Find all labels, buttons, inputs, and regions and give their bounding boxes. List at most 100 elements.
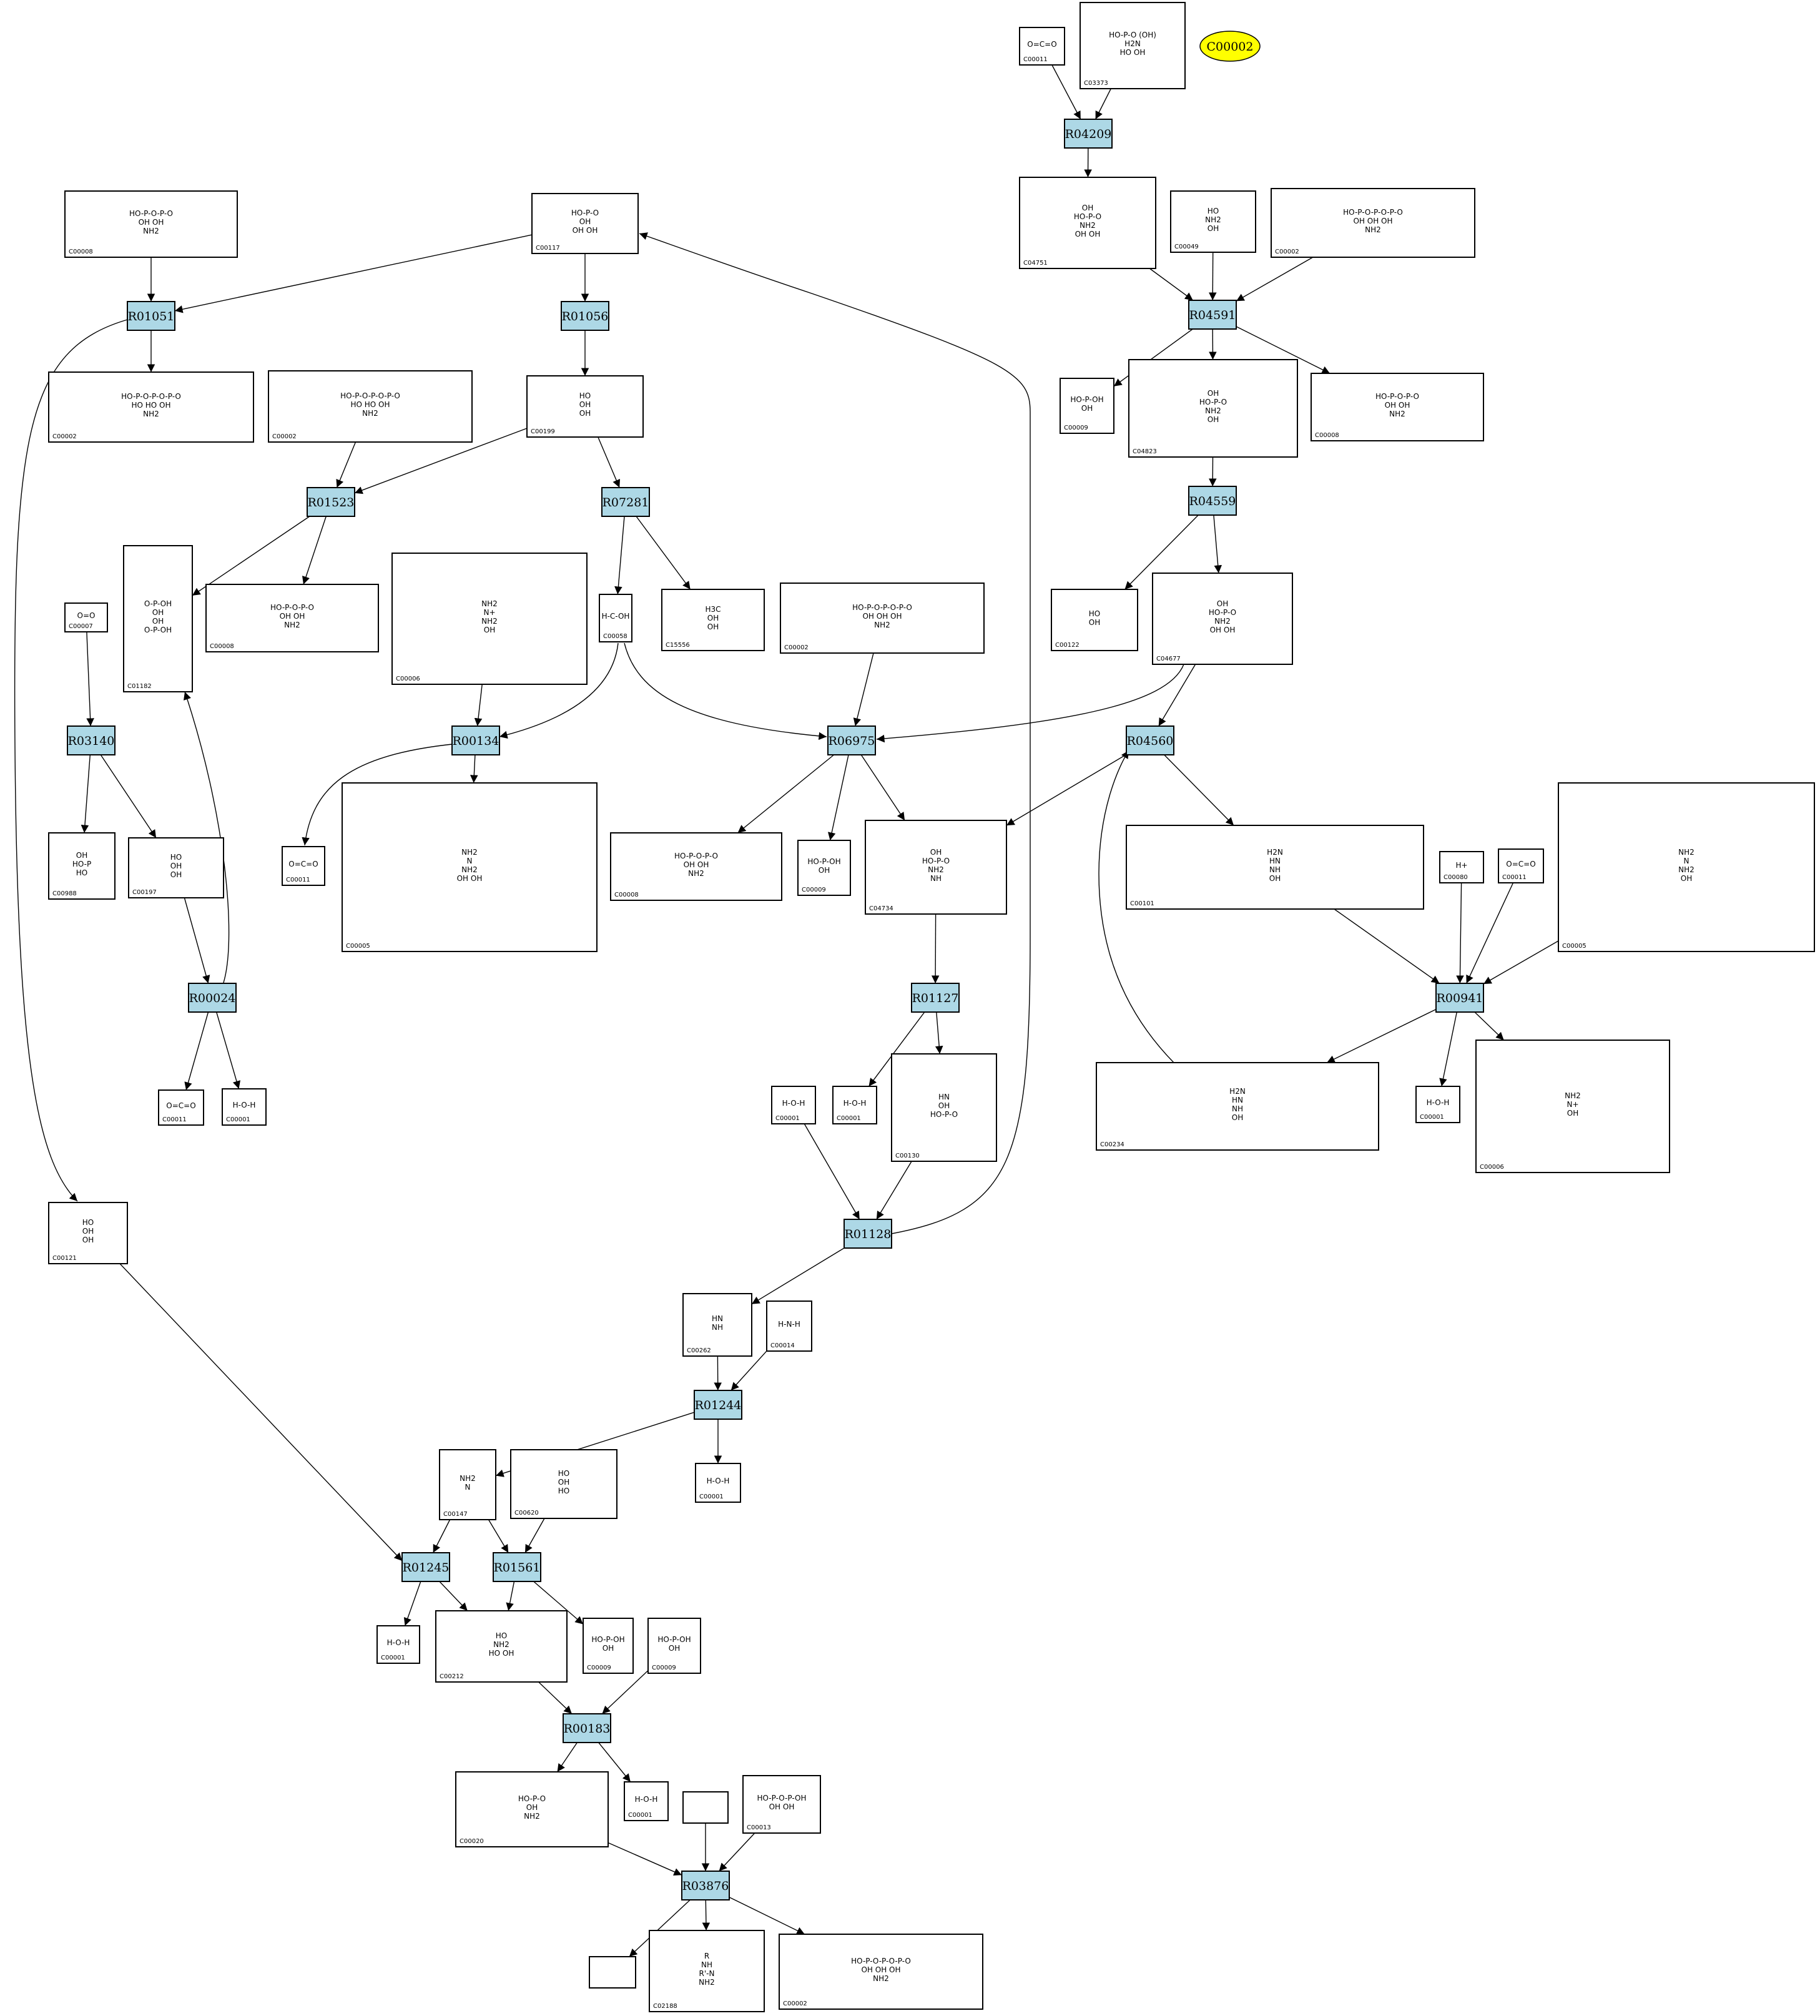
reaction-box[interactable] bbox=[188, 983, 237, 1013]
reaction-node[interactable]: R00941 bbox=[1435, 983, 1484, 1013]
reaction-box[interactable] bbox=[681, 1871, 730, 1900]
reaction-node[interactable]: R01127 bbox=[911, 983, 960, 1013]
reaction-box[interactable] bbox=[827, 725, 876, 755]
reaction-node[interactable]: R04559 bbox=[1188, 486, 1237, 516]
reaction-box[interactable] bbox=[401, 1552, 450, 1582]
reaction-box[interactable] bbox=[307, 487, 355, 517]
reaction-node[interactable]: R01561 bbox=[493, 1552, 541, 1582]
reaction-node[interactable]: R04591 bbox=[1188, 300, 1237, 330]
reaction-node[interactable]: R00134 bbox=[451, 725, 500, 755]
reaction-node[interactable]: R01056 bbox=[561, 301, 609, 331]
compound-node[interactable] bbox=[682, 1791, 729, 1824]
reaction-box[interactable] bbox=[127, 301, 175, 331]
reaction-box[interactable] bbox=[601, 487, 650, 517]
reaction-node[interactable]: R06975 bbox=[827, 725, 876, 755]
reaction-node[interactable]: R01128 bbox=[844, 1219, 892, 1249]
reaction-box[interactable] bbox=[1435, 983, 1484, 1013]
reaction-node[interactable]: R04209 bbox=[1064, 119, 1113, 149]
reaction-box[interactable] bbox=[1188, 486, 1237, 516]
reaction-box[interactable] bbox=[563, 1713, 611, 1743]
reaction-box[interactable] bbox=[561, 301, 609, 331]
structure-text: O=C=O bbox=[288, 860, 318, 868]
reaction-box[interactable] bbox=[1126, 725, 1174, 755]
reaction-node[interactable]: R03140 bbox=[67, 725, 116, 755]
reaction-box[interactable] bbox=[694, 1390, 742, 1420]
compound-node[interactable] bbox=[589, 1956, 636, 1989]
reaction-node[interactable]: R01245 bbox=[401, 1552, 450, 1582]
reaction-node[interactable]: R00024 bbox=[188, 983, 237, 1013]
highlight-node[interactable]: C00002 bbox=[1199, 31, 1261, 62]
reaction-box[interactable] bbox=[451, 725, 500, 755]
reaction-node[interactable]: R01051 bbox=[127, 301, 175, 331]
compound-node[interactable]: H+C00080 bbox=[1439, 851, 1484, 883]
reaction-node[interactable]: R07281 bbox=[601, 487, 650, 517]
reaction-box[interactable] bbox=[493, 1552, 541, 1582]
reaction-box[interactable] bbox=[911, 983, 960, 1013]
reaction-node[interactable]: R01244 bbox=[694, 1390, 742, 1420]
reaction-box[interactable] bbox=[844, 1219, 892, 1249]
reaction-node[interactable]: R04560 bbox=[1126, 725, 1174, 755]
reaction-node[interactable]: R01523 bbox=[307, 487, 355, 517]
reaction-box[interactable] bbox=[1064, 119, 1113, 149]
reaction-node[interactable]: R03876 bbox=[681, 1871, 730, 1900]
reaction-box[interactable] bbox=[1188, 300, 1237, 330]
reaction-box[interactable] bbox=[67, 725, 116, 755]
reaction-node[interactable]: R00183 bbox=[563, 1713, 611, 1743]
